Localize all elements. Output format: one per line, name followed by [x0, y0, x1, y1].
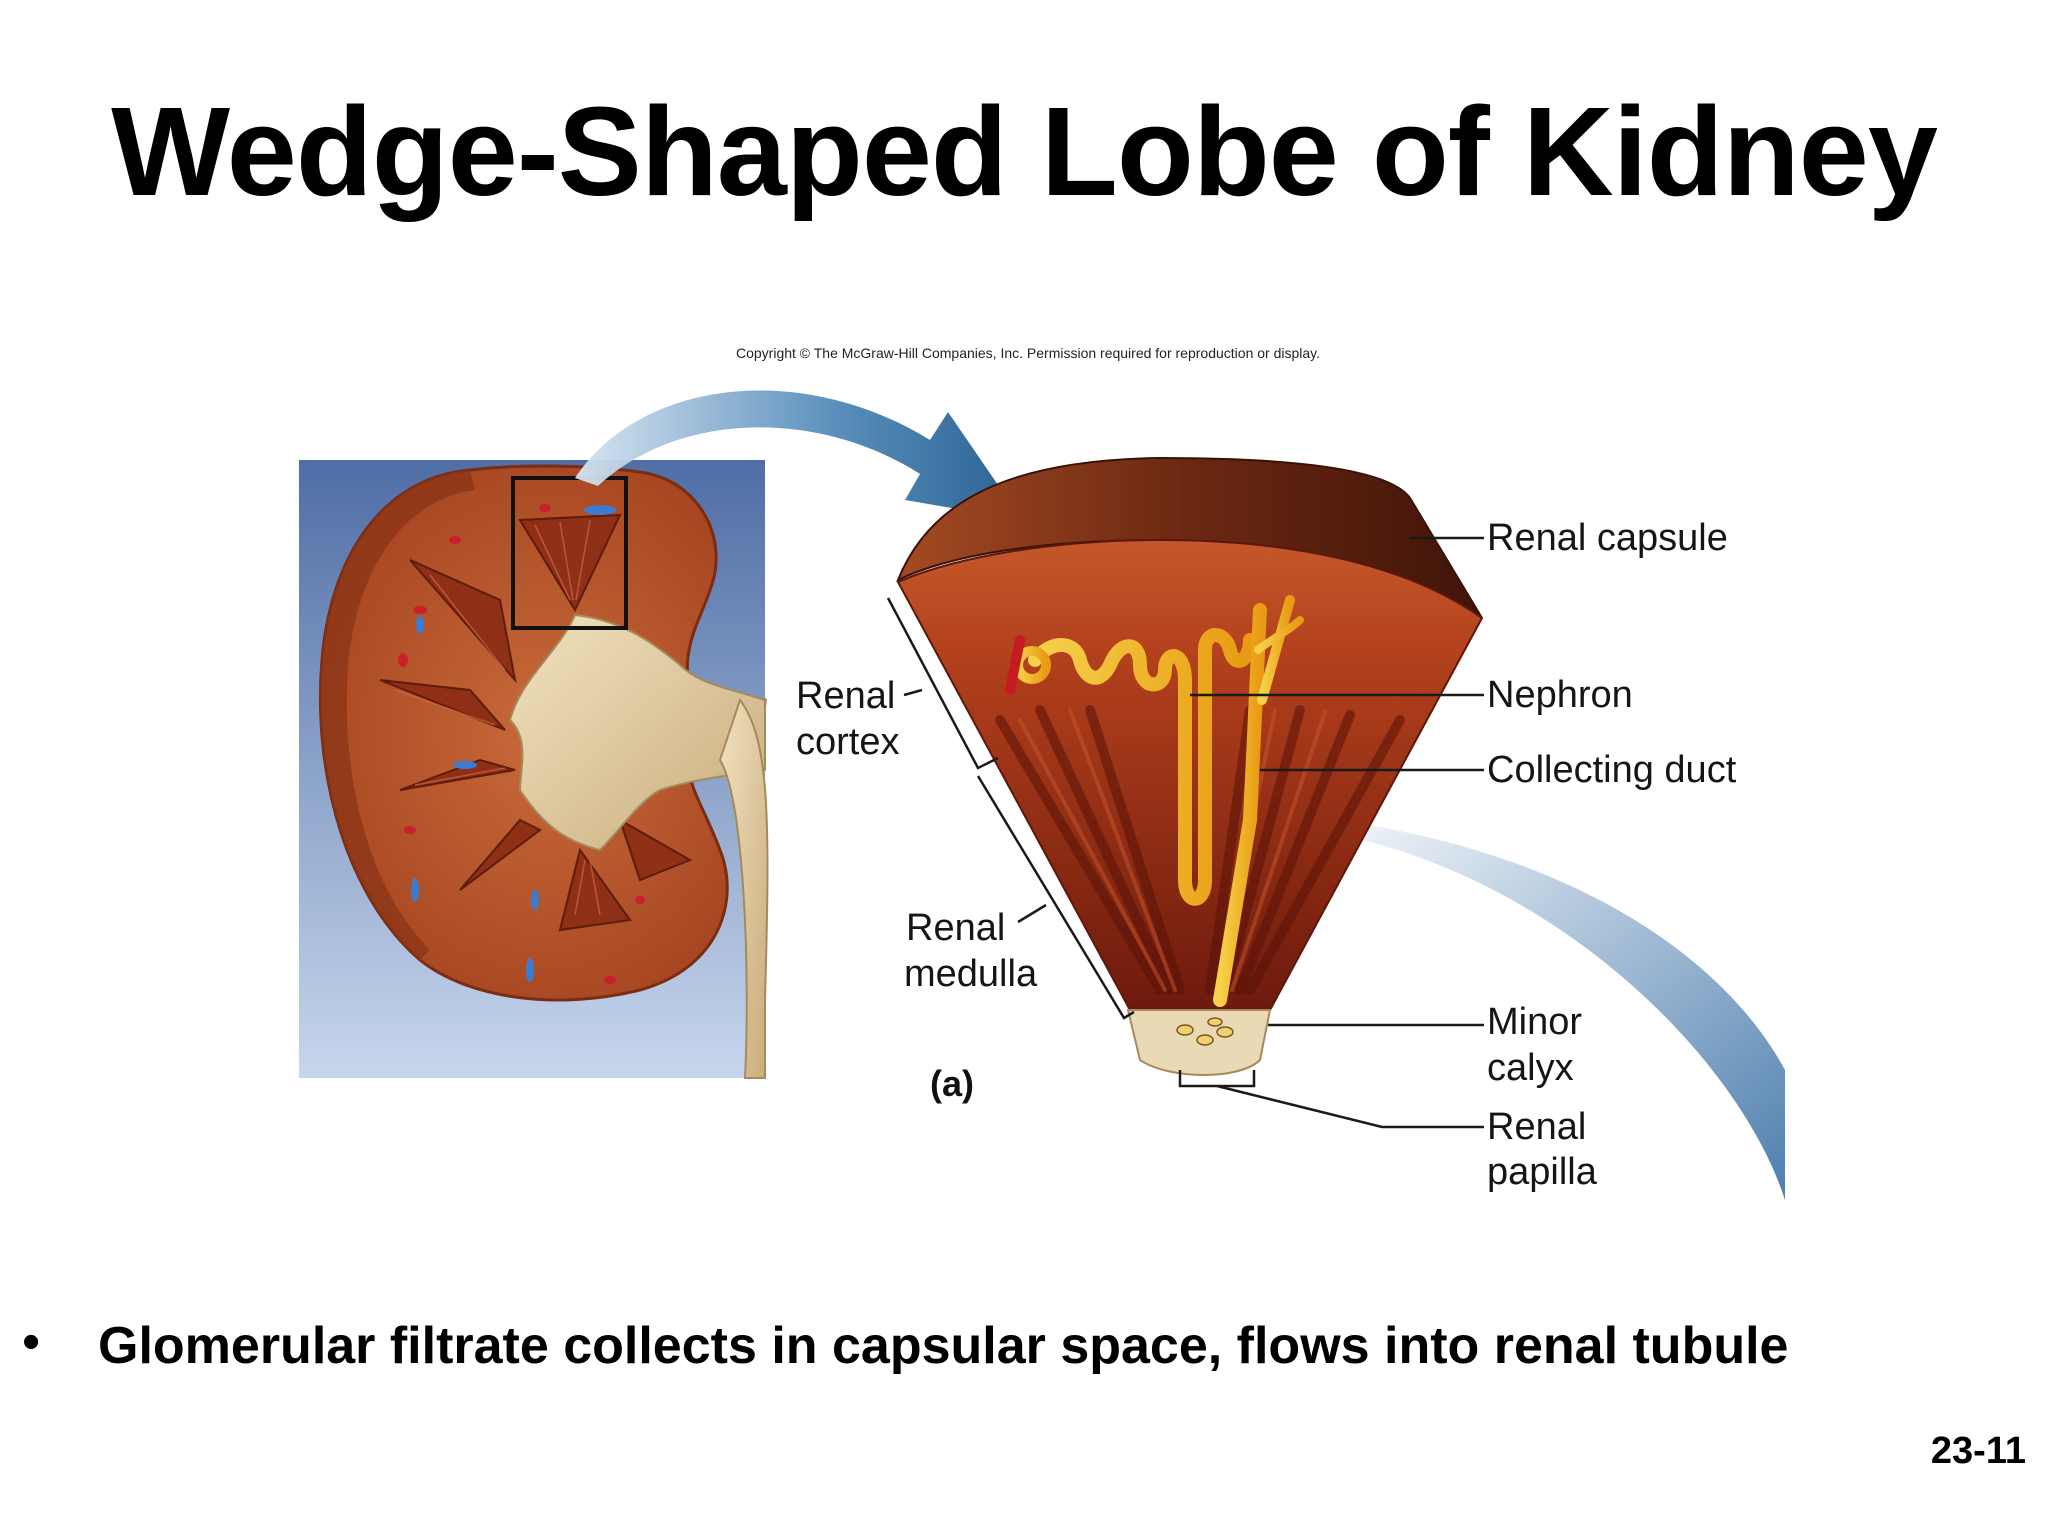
- label-renal-cortex-line2: cortex: [796, 721, 900, 763]
- medulla-bracket: [976, 775, 1135, 1020]
- medulla-streaks: [995, 705, 1405, 995]
- slide-number: 23-11: [1930, 1430, 2026, 1472]
- label-renal-medulla-line2: medulla: [904, 953, 1038, 995]
- bullet-text: Glomerular filtrate collects in capsular…: [98, 1317, 1789, 1375]
- papilla-leader: [1216, 1084, 1484, 1129]
- nephron-tubule: [1013, 595, 1304, 1007]
- label-collecting-duct: Collecting duct: [1487, 749, 1737, 791]
- ureter: [718, 697, 769, 1079]
- papilla-openings: [1176, 1017, 1234, 1046]
- return-arrow: [1335, 820, 1785, 1200]
- cortex-leader: [903, 688, 923, 697]
- renal-pelvis: [508, 613, 766, 852]
- label-renal-cortex-line1: Renal: [796, 675, 896, 717]
- bullet-symbol: •: [22, 1313, 41, 1371]
- panel-label: (a): [930, 1063, 974, 1104]
- label-minor-calyx-line1: Minor: [1487, 1001, 1583, 1043]
- label-renal-papilla-line2: papilla: [1487, 1151, 1597, 1193]
- medulla-highlights: [1018, 708, 1327, 992]
- label-renal-papilla-line1: Renal: [1487, 1106, 1587, 1148]
- label-renal-medulla-line1: Renal: [906, 907, 1006, 949]
- cortex-bracket: [886, 597, 999, 770]
- label-nephron: Nephron: [1487, 674, 1633, 716]
- zoom-arrow: [575, 390, 1022, 520]
- slide-title: Wedge-Shaped Lobe of Kidney: [111, 81, 1938, 222]
- kidney-rim: [320, 470, 475, 960]
- lobe-highlight-box: [511, 476, 628, 630]
- label-minor-calyx-line2: calyx: [1487, 1047, 1574, 1089]
- blood-vessels: [398, 504, 645, 984]
- medulla-leader: [1017, 903, 1047, 924]
- leader-lines: [886, 536, 1484, 1129]
- kidney-section-inset: [299, 460, 769, 1079]
- kidney-lobe-wedge: [896, 456, 1484, 1076]
- afferent-vessel: [1005, 635, 1025, 695]
- copyright-notice: Copyright © The McGraw-Hill Companies, I…: [735, 345, 1321, 361]
- label-renal-capsule: Renal capsule: [1487, 517, 1728, 559]
- pyramid-striations: [394, 519, 601, 916]
